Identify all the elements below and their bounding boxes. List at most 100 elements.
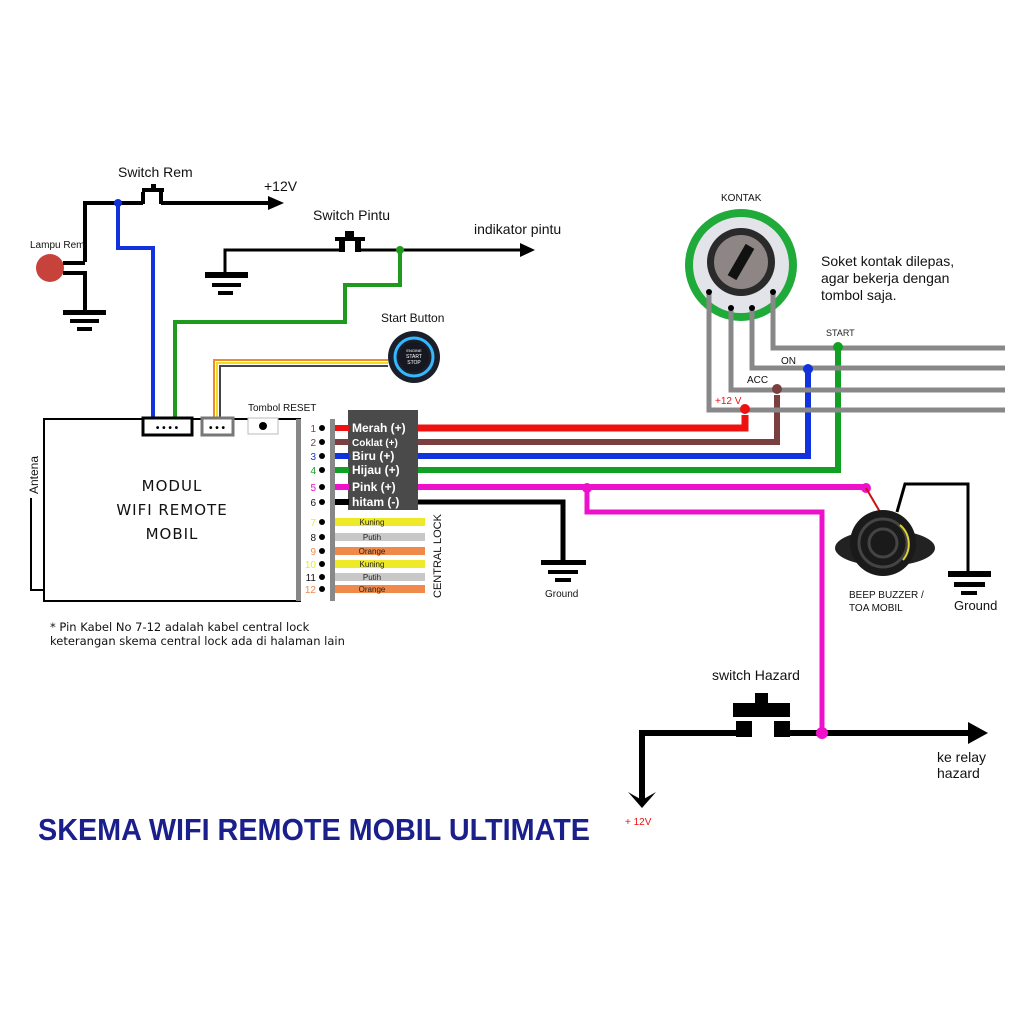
switch-pintu-label: Switch Pintu <box>313 207 390 223</box>
ground-icon <box>205 272 248 295</box>
pin-wire <box>335 518 425 526</box>
tombol-reset-label: Tombol RESET <box>248 403 316 414</box>
module-label: WIFI REMOTE <box>116 501 227 519</box>
green-wire <box>173 250 402 420</box>
pin-wire <box>335 573 425 581</box>
pin-wire <box>335 560 425 568</box>
connector-3pin <box>200 416 235 437</box>
pin-number: 6 <box>310 498 316 509</box>
pin-wire <box>335 453 349 459</box>
plus12v-kontak-label: +12 V <box>715 396 742 407</box>
pin-number: 2 <box>310 438 316 449</box>
blue-wire <box>116 203 155 420</box>
pin-label: Putih <box>363 573 381 582</box>
pin-dot <box>319 453 325 459</box>
wifi-remote-module <box>43 418 301 602</box>
pin-dot <box>319 586 325 592</box>
pin-wire <box>335 467 349 473</box>
pin-label: hitam (-) <box>352 495 399 509</box>
ground-label: Ground <box>954 598 997 613</box>
pin-label: Putih <box>363 533 381 542</box>
pin-dot <box>319 499 325 505</box>
switch-pintu-icon <box>335 231 365 252</box>
arrow-down-icon <box>628 792 656 808</box>
arrow-icon <box>268 196 284 210</box>
kontak-note: Soket kontak dilepas, <box>821 253 954 269</box>
pin-wire <box>335 425 349 431</box>
module-label: MODUL <box>142 477 203 495</box>
pin-label: Biru (+) <box>352 449 394 463</box>
pin-wire <box>335 484 349 490</box>
pin-label: Orange <box>359 585 386 594</box>
pin-number: 11 <box>306 573 317 584</box>
pin-wire <box>335 585 425 593</box>
plus12v-hazard-label: + 12V <box>625 817 652 828</box>
switch-rem-icon <box>141 184 164 204</box>
buzzer-icon <box>835 510 935 576</box>
pin-wire <box>335 439 349 445</box>
on-label: ON <box>781 356 796 367</box>
svg-text:• • • •: • • • • <box>156 423 179 434</box>
ground-icon <box>948 571 991 595</box>
start-button-text: ENGINE <box>406 348 422 353</box>
pin-label: Merah (+) <box>352 421 406 435</box>
ke-relay-label: hazard <box>937 765 980 781</box>
kontak-label: KONTAK <box>721 193 762 204</box>
kontak-note: tombol saja. <box>821 287 896 303</box>
pin-dot <box>319 439 325 445</box>
pin-dot <box>319 425 325 431</box>
pin-number: 7 <box>310 518 316 529</box>
pin-number: 3 <box>310 452 316 463</box>
ground-label: Ground <box>545 589 578 600</box>
pin-number: 5 <box>310 483 316 494</box>
ke-relay-label: ke relay <box>937 749 986 765</box>
kontak-note: agar bekerja dengan <box>821 270 949 286</box>
pin-wire <box>335 499 349 505</box>
pin-number: 4 <box>310 466 316 477</box>
pin-number: 1 <box>310 424 316 435</box>
start-button-text: STOP <box>407 360 421 366</box>
lampu-rem-label: Lampu Rem <box>30 240 84 251</box>
pin-dot <box>319 519 325 525</box>
pin-label: Kuning <box>360 560 385 569</box>
pin-label: Hijau (+) <box>352 463 400 477</box>
pin-wire <box>335 547 425 555</box>
arrow-icon <box>520 243 535 257</box>
start-button-label: Start Button <box>381 311 444 325</box>
central-lock-label: CENTRAL LOCK <box>432 513 444 598</box>
pin-label: Pink (+) <box>352 480 396 494</box>
pin-dot <box>319 574 325 580</box>
pin-number: 12 <box>305 585 317 596</box>
lampu-rem-icon <box>36 254 64 282</box>
acc-label: ACC <box>747 375 768 386</box>
pin-number: 9 <box>310 547 316 558</box>
pin-dot <box>319 561 325 567</box>
pin-dot <box>319 548 325 554</box>
pin-number: 10 <box>305 560 317 571</box>
pin-label: Orange <box>359 547 386 556</box>
ground-icon <box>63 310 106 331</box>
buzzer-label: TOA MOBIL <box>849 603 903 614</box>
pin-wire <box>335 533 425 541</box>
note-line: * Pin Kabel No 7-12 adalah kabel central… <box>50 620 310 634</box>
pin-label: Kuning <box>360 518 385 527</box>
ground-icon <box>541 560 586 582</box>
arrow-icon <box>968 722 988 744</box>
pin-label: Coklat (+) <box>352 438 398 449</box>
switch-hazard-label: switch Hazard <box>712 667 800 683</box>
start-button-icon[interactable]: ENGINE START STOP <box>388 331 440 383</box>
start-button-text: START <box>406 354 422 360</box>
antenna-wire <box>30 498 44 591</box>
pin-label-box <box>348 410 418 510</box>
pin-dot <box>319 484 325 490</box>
note-line: keterangan skema central lock ada di hal… <box>50 634 345 648</box>
indikator-pintu-label: indikator pintu <box>474 221 561 237</box>
antena-label: Antena <box>27 456 41 494</box>
ignition-key-icon <box>685 209 797 321</box>
pin-number: 8 <box>310 533 316 544</box>
page-title: SKEMA WIFI REMOTE MOBIL ULTIMATE <box>38 812 590 847</box>
module-label: MOBIL <box>146 525 199 543</box>
pin-dot <box>319 467 325 473</box>
plus12v-top-label: +12V <box>264 178 298 194</box>
